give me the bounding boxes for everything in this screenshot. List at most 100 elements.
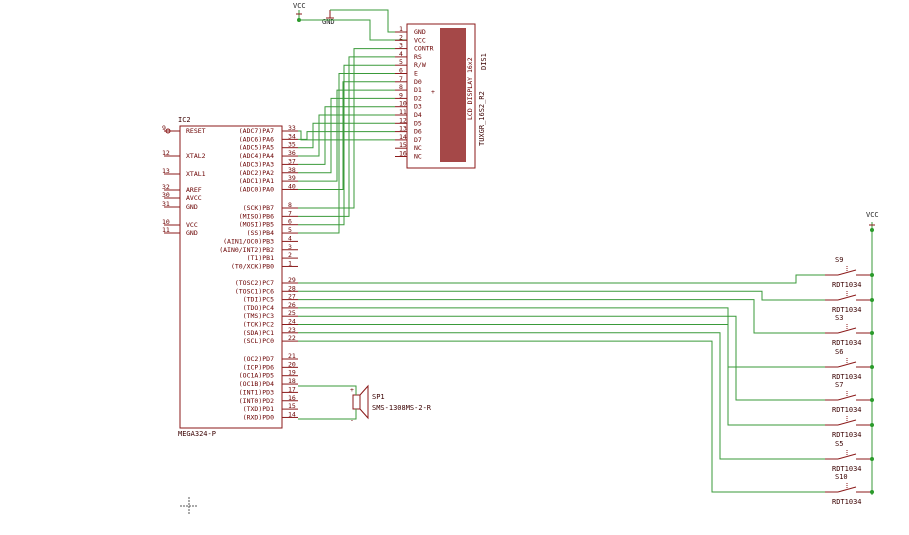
ic2-pin-name: (ADC7)PA7 bbox=[239, 127, 274, 135]
sp1-speaker[interactable]: + - SP1 SMS-1308MS-2-R bbox=[298, 384, 432, 424]
dis1-pin-name: R/W bbox=[414, 61, 426, 69]
ic2-pin-name: (TDI)PC5 bbox=[243, 296, 274, 304]
switch-contact bbox=[837, 327, 857, 334]
ic2-pin-number: 29 bbox=[288, 276, 296, 284]
ic2-pin-name: XTAL2 bbox=[186, 152, 206, 160]
lcd-plus-mark: + bbox=[431, 88, 435, 96]
switch-value: RDT1034 bbox=[832, 465, 862, 473]
junction-dot bbox=[870, 423, 874, 427]
dis1-pin-number: 13 bbox=[399, 125, 407, 133]
dis1-pin-number: 7 bbox=[399, 75, 403, 83]
ic2-pin-number: 13 bbox=[162, 167, 170, 175]
switch-array: S9RDT1034RDT1034S3RDT1034S6RDT1034S7RDT1… bbox=[825, 256, 874, 506]
dis1-pin-number: 2 bbox=[399, 33, 403, 41]
ic2-pin-number: 10 bbox=[162, 218, 170, 226]
pb-wire bbox=[298, 56, 395, 217]
ic2-ref: IC2 bbox=[178, 116, 191, 124]
pa-wire bbox=[298, 122, 395, 149]
junction-dot bbox=[870, 398, 874, 402]
ic2-right-pins: 33(ADC7)PA734(ADC6)PA635(ADC5)PA536(ADC4… bbox=[219, 124, 298, 421]
ic2-pin-name: (ADC2)PA2 bbox=[239, 169, 274, 177]
ic2-pin-name: (AIN1/OC0)PB3 bbox=[223, 237, 274, 245]
pc-wire bbox=[298, 299, 825, 334]
sp1-ref: SP1 bbox=[372, 393, 385, 401]
ic2-pin-number: 21 bbox=[288, 352, 296, 360]
dis1-pin-name: NC bbox=[414, 144, 422, 152]
pc-wire bbox=[298, 315, 825, 401]
pb-wire bbox=[298, 73, 395, 234]
dis1-pin-number: 1 bbox=[399, 25, 403, 33]
pc-wire bbox=[298, 290, 825, 301]
ic2-pin-number: 14 bbox=[288, 410, 296, 418]
pc-to-switch-wires bbox=[298, 274, 825, 493]
pa-wire bbox=[298, 114, 395, 157]
ic2-pin-name: AVCC bbox=[186, 194, 202, 202]
ic2-pin-name: (OC1B)PD4 bbox=[239, 380, 274, 388]
switch-value: RDT1034 bbox=[832, 339, 862, 347]
ic2-pin-number: 30 bbox=[162, 191, 170, 199]
sp1-minus: - bbox=[350, 416, 354, 424]
ic2-pin-number: 34 bbox=[288, 132, 296, 140]
dis1-pin-number: 10 bbox=[399, 100, 407, 108]
ic2-pin-name: (TDO)PC4 bbox=[243, 304, 274, 312]
switch-ref: S7 bbox=[835, 381, 843, 389]
pb-wire bbox=[298, 48, 395, 209]
gnd-label: GND bbox=[322, 18, 335, 26]
dis1-pin-name: E bbox=[414, 70, 418, 78]
ic2-pin-number: 8 bbox=[288, 201, 292, 209]
ic2-pin-name: (TXD)PD1 bbox=[243, 405, 274, 413]
ic2-pin-name: (OC2)PD7 bbox=[243, 355, 274, 363]
ic2-pin-name: (TCK)PC2 bbox=[243, 321, 274, 329]
ic2-pin-name: RESET bbox=[186, 127, 206, 135]
dis1-pin-name: D7 bbox=[414, 136, 422, 144]
switch-ref: S3 bbox=[835, 314, 843, 322]
dis1-pin-name: GND bbox=[414, 28, 426, 36]
ic2-pin-number: 27 bbox=[288, 293, 296, 301]
dis1-pin-number: 6 bbox=[399, 67, 403, 75]
lcd-screen-text: LCD DISPLAY 16x2 bbox=[466, 57, 474, 120]
ic2-pin-name: (T1)PB1 bbox=[247, 254, 274, 262]
ic2-pin-name: VCC bbox=[186, 221, 198, 229]
ic2-pin-name: (AIN0/INT2)PB2 bbox=[219, 246, 274, 254]
switch-contact bbox=[837, 394, 857, 401]
sp1-plus: + bbox=[350, 386, 354, 394]
dis1-pin-number: 3 bbox=[399, 42, 403, 50]
ic2-pin-number: 6 bbox=[288, 218, 292, 226]
ic2-pin-name: (TOSC1)PC6 bbox=[235, 287, 274, 295]
switch-ref: S9 bbox=[835, 256, 843, 264]
ic2-pin-name: (ADC1)PA1 bbox=[239, 177, 274, 185]
ic2-pin-number: 3 bbox=[288, 243, 292, 251]
dis1-pin-number: 16 bbox=[399, 150, 407, 158]
ic2-pin-number: 38 bbox=[288, 166, 296, 174]
ic2-pin-number: 37 bbox=[288, 157, 296, 165]
dis1-pin-name: NC bbox=[414, 153, 422, 161]
pa-wire bbox=[298, 130, 395, 141]
dis1-pin-name: CONTR bbox=[414, 45, 434, 53]
ic2-pin-number: 24 bbox=[288, 318, 296, 326]
dis1-pin-number: 8 bbox=[399, 83, 403, 91]
switch-value: RDT1034 bbox=[832, 498, 862, 506]
crosshair-cursor-icon bbox=[180, 497, 198, 515]
dis1-pin-number: 5 bbox=[399, 58, 403, 66]
ic2-pin-name: (ADC4)PA4 bbox=[239, 152, 274, 160]
dis1-pin-name: D2 bbox=[414, 94, 422, 102]
ic2-pin-number: 32 bbox=[162, 183, 170, 191]
vcc-right-label: VCC bbox=[866, 211, 879, 219]
ic2-pin-name: (SDA)PC1 bbox=[243, 329, 274, 337]
junction-dot bbox=[870, 298, 874, 302]
dis1-pin-name: RS bbox=[414, 53, 422, 61]
switch-ref: S6 bbox=[835, 348, 843, 356]
ic2-pin-name: (SS)PB4 bbox=[247, 229, 274, 237]
pushbutton-switch: RDT1034 bbox=[825, 416, 874, 439]
ic2-pin-number: 20 bbox=[288, 360, 296, 368]
junction-dot bbox=[870, 365, 874, 369]
gnd-symbol: GND bbox=[322, 10, 335, 26]
ic2-pin-name: (ADC3)PA3 bbox=[239, 160, 274, 168]
switch-value: RDT1034 bbox=[832, 281, 862, 289]
